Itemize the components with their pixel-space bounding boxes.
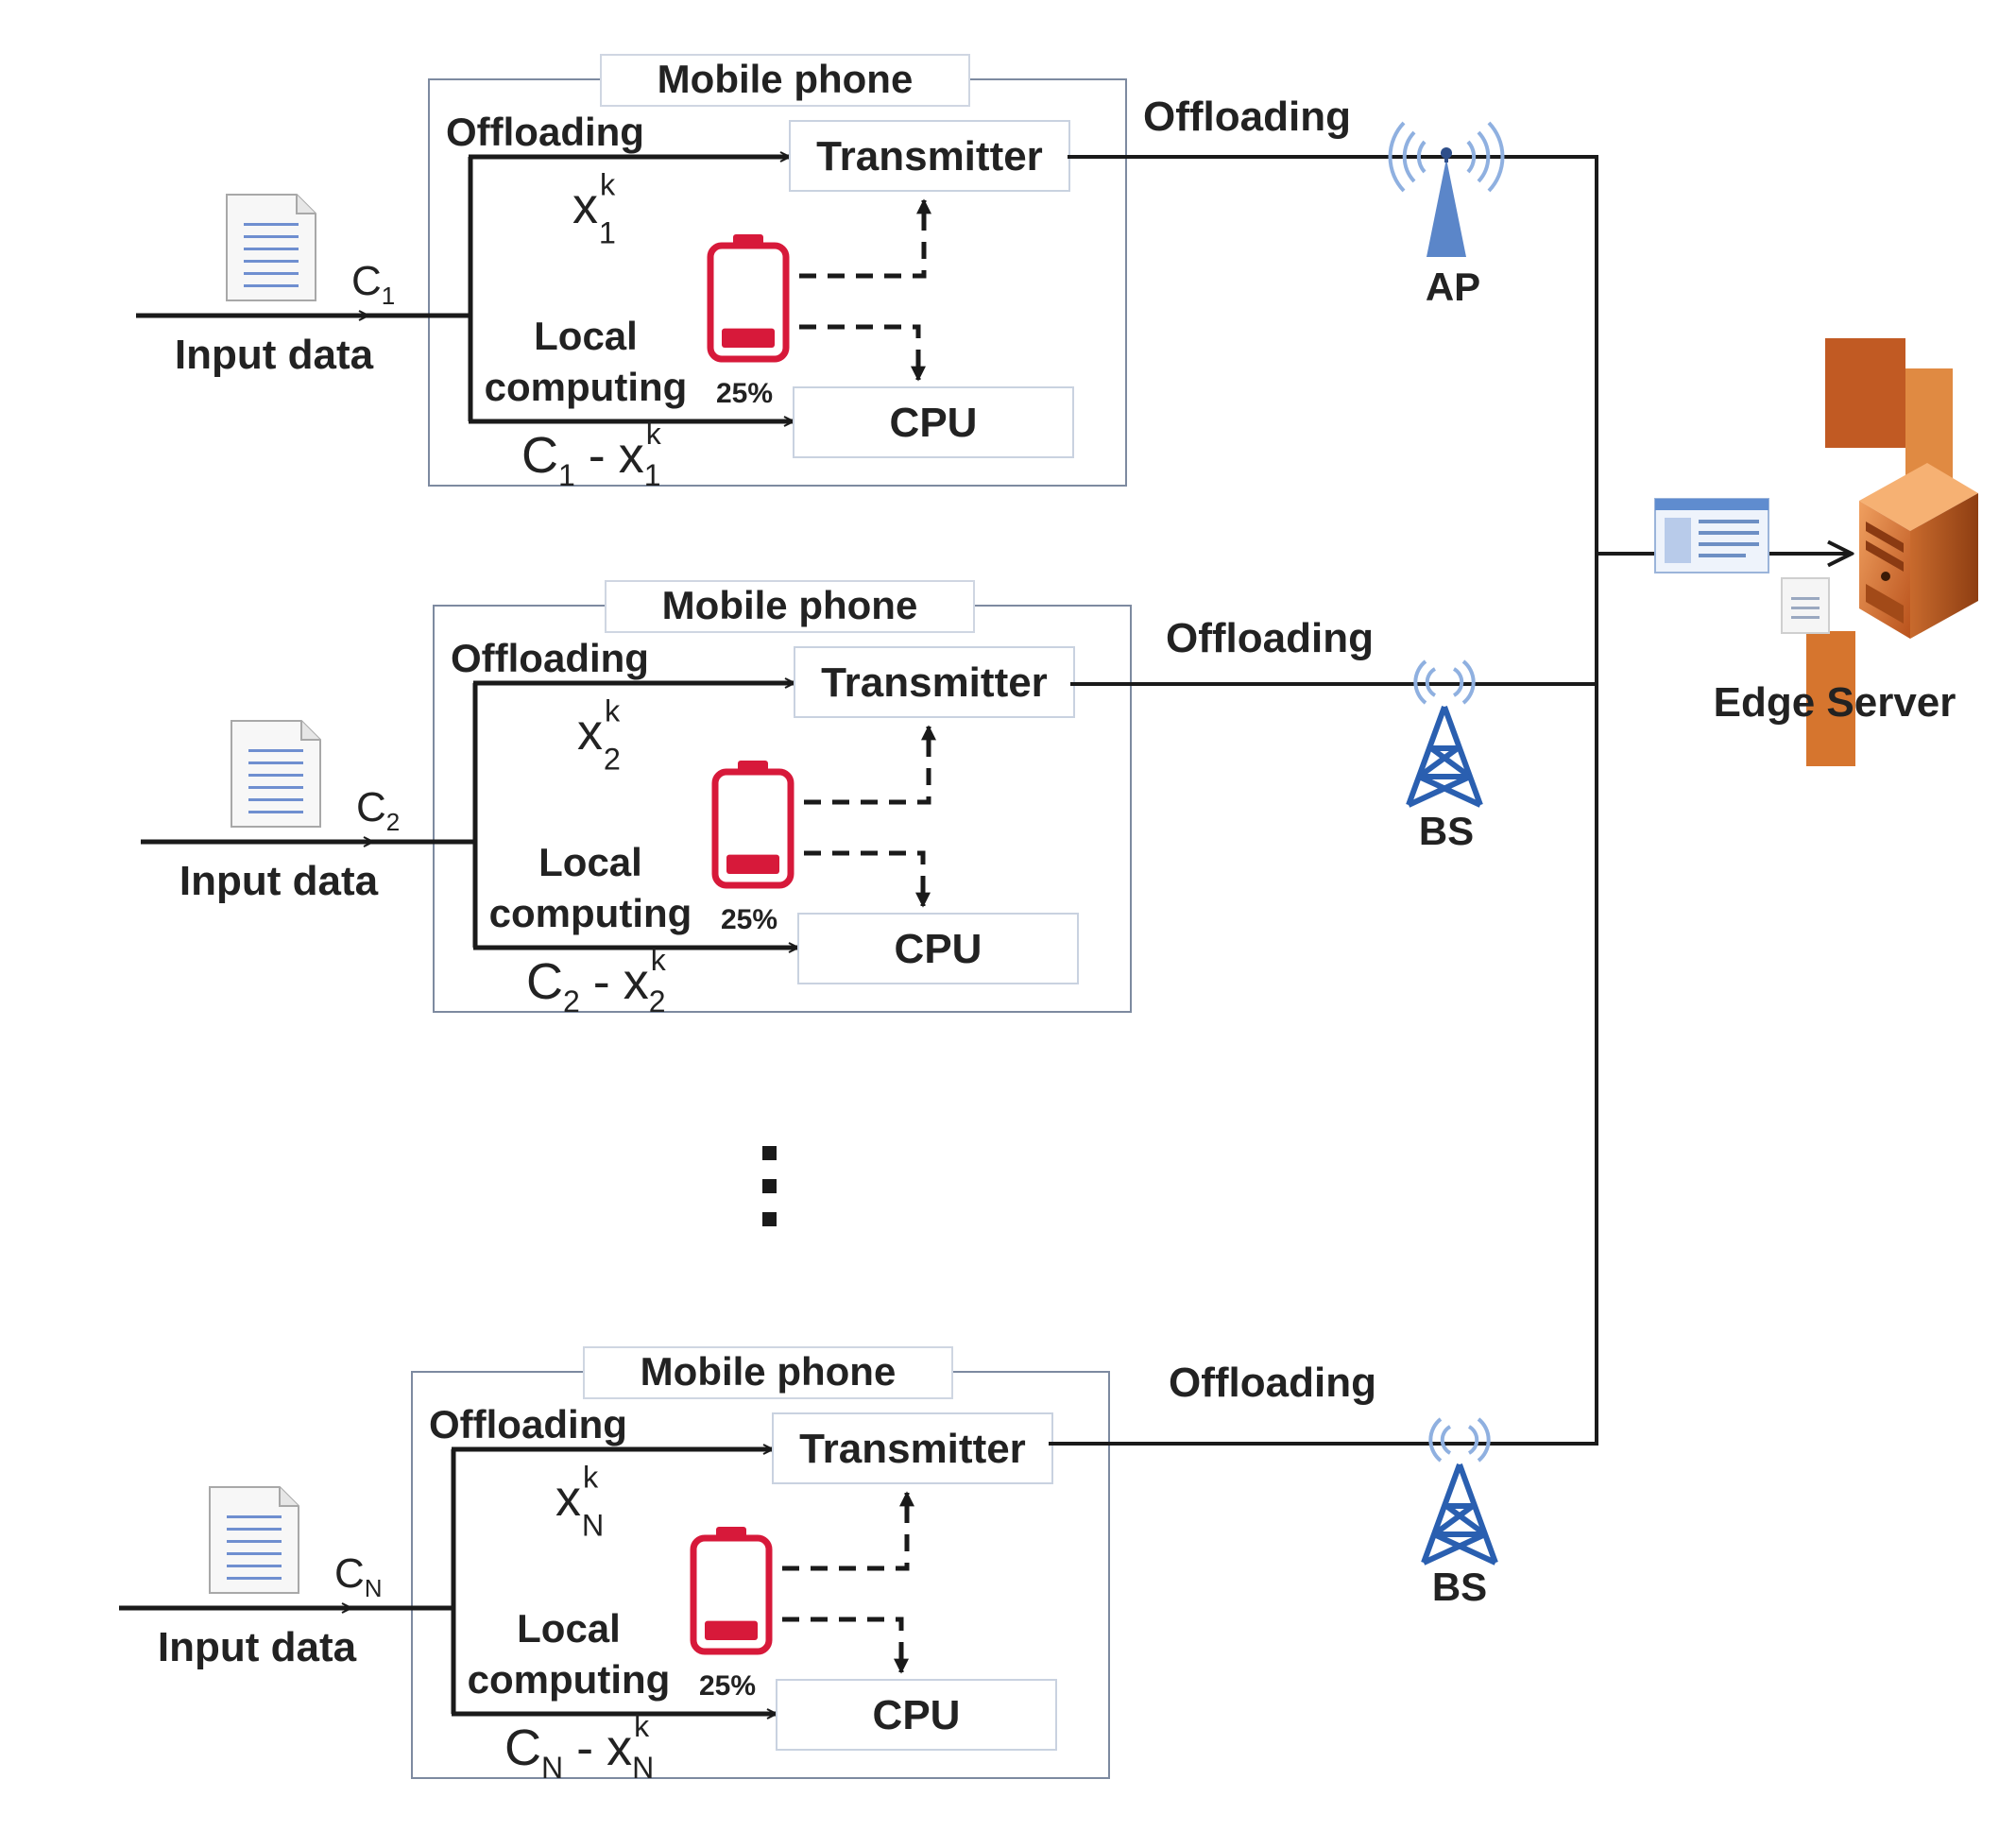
server-icon: [1654, 338, 1978, 766]
transmitter-box: [794, 646, 1075, 718]
mobile-phone-label-box: [600, 54, 970, 107]
document-icon: [226, 194, 316, 301]
backhaul-links: [1049, 155, 1852, 1446]
battery-to-transmitter-arrow: [782, 1491, 914, 1571]
cpu-box: [776, 1679, 1057, 1751]
access-point-icon: [1388, 121, 1505, 257]
local-label-line2: computing: [468, 1657, 671, 1702]
cpu-box: [793, 386, 1074, 458]
local-label-line2: computing: [485, 365, 688, 409]
battery-fill: [726, 854, 779, 874]
battery-icon: [707, 234, 790, 363]
battery-percent-label: 25%: [716, 378, 773, 409]
mobile-phone-label: Mobile phone: [658, 57, 914, 101]
mobile-phone-label: Mobile phone: [641, 1349, 897, 1394]
vertical-ellipsis: [762, 1146, 777, 1226]
transmitter-label: Transmitter: [816, 133, 1043, 180]
transmitter-box: [772, 1412, 1053, 1484]
battery-fill: [722, 328, 775, 348]
document-icon: [231, 720, 321, 828]
offloading-link-label-3: Offloading: [1169, 1360, 1376, 1406]
task-size-label: C2: [356, 784, 400, 836]
window-icon: [1654, 498, 1769, 573]
battery-percent-label: 25%: [721, 904, 777, 935]
ap-label: AP: [1426, 265, 1480, 309]
transmitter-label: Transmitter: [821, 659, 1048, 706]
document-icon: [209, 1486, 299, 1594]
task-size-label: C1: [351, 258, 395, 310]
battery-to-cpu-arrow: [799, 324, 926, 382]
input-data-label: Input data: [175, 332, 374, 378]
battery-icon: [711, 761, 794, 889]
mobile-phone-label: Mobile phone: [662, 583, 918, 627]
local-label-line1: Local: [534, 314, 638, 358]
battery-to-cpu-arrow: [804, 850, 931, 908]
battery-icon: [690, 1527, 773, 1655]
mobile-phone-label-box: [583, 1346, 953, 1399]
cpu-box: [797, 913, 1079, 984]
battery-fill: [705, 1620, 758, 1640]
offloading-link-label-1: Offloading: [1143, 94, 1351, 140]
base-station-icon: [1421, 1417, 1498, 1566]
transmitter-box: [789, 120, 1070, 192]
battery-percent-label: 25%: [699, 1670, 756, 1702]
cpu-label: CPU: [873, 1692, 961, 1738]
local-label-line2: computing: [489, 891, 692, 935]
transmitter-label: Transmitter: [799, 1426, 1026, 1472]
battery-to-transmitter-arrow: [799, 198, 931, 279]
cpu-label: CPU: [890, 400, 978, 446]
cpu-label: CPU: [895, 926, 982, 972]
edge-server-label: Edge Server: [1714, 679, 1956, 726]
document-icon: [1781, 577, 1830, 634]
battery-to-transmitter-arrow: [804, 725, 936, 805]
offloading-label: Offloading: [446, 110, 644, 154]
mobile-phone-label-box: [605, 580, 975, 633]
battery-to-cpu-arrow: [782, 1617, 909, 1674]
offloading-link-label-2: Offloading: [1166, 615, 1374, 661]
local-label-line1: Local: [517, 1606, 621, 1651]
task-size-label: CN: [334, 1550, 383, 1602]
offloading-label: Offloading: [451, 636, 649, 680]
bs-label-2: BS: [1432, 1565, 1487, 1609]
offloading-label: Offloading: [429, 1402, 627, 1446]
input-data-label: Input data: [158, 1624, 357, 1670]
bs-label-1: BS: [1419, 809, 1474, 853]
local-label-line1: Local: [538, 840, 642, 884]
input-data-label: Input data: [179, 858, 379, 904]
